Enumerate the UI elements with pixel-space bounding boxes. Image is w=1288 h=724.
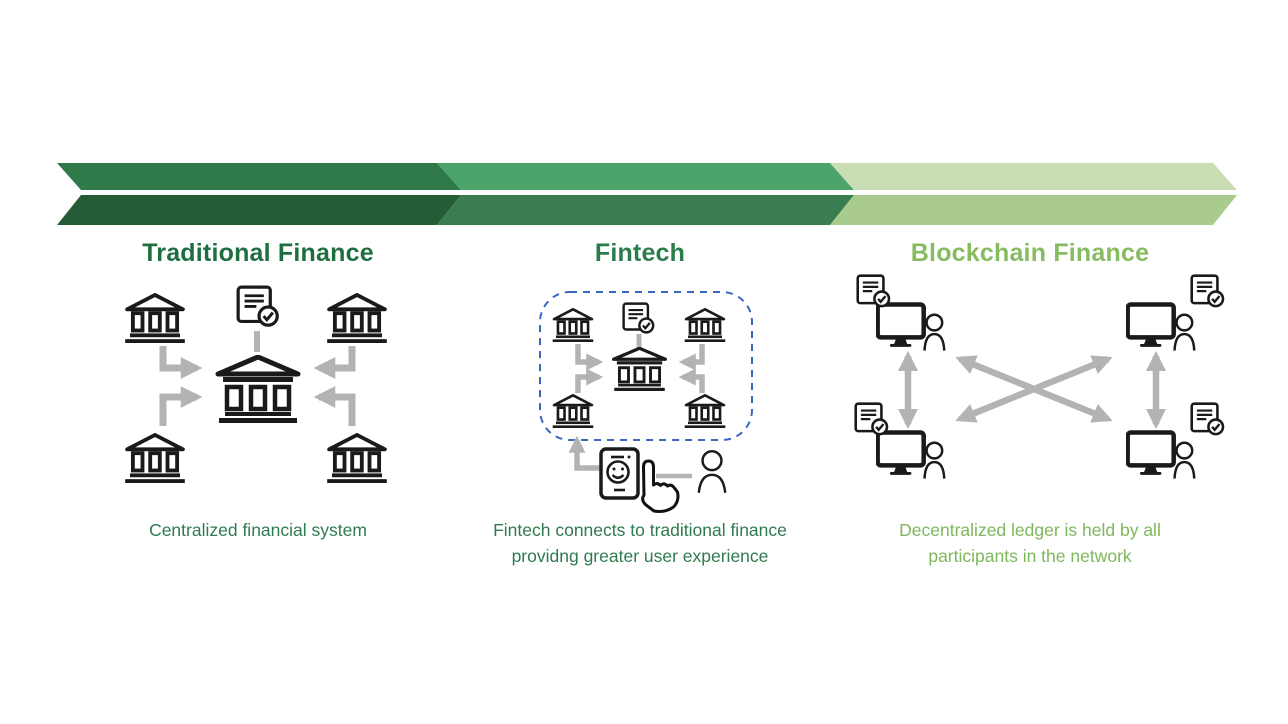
banner-segment-blockchain-top [830, 163, 1237, 190]
monitor-user-icon [1128, 432, 1195, 478]
document-check-icon [622, 302, 655, 334]
document-check-icon [856, 274, 891, 308]
caption-line: providng greater user experience [511, 546, 769, 566]
document-check-icon [1190, 402, 1225, 436]
blockchain-finance-diagram [854, 274, 1225, 500]
banner-segment-fintech-bottom [437, 195, 854, 225]
caption-line: Fintech connects to traditional finance [493, 520, 787, 540]
fintech-boundary-dashed-box [539, 291, 753, 441]
smartphone-touch-icon [599, 447, 680, 513]
caption-line: Decentralized ledger is held by all [899, 520, 1161, 540]
bank-icon [124, 293, 186, 343]
banner-segment-traditional-bottom [57, 195, 461, 225]
flow-arrow [678, 344, 705, 371]
bank-icon [326, 293, 388, 343]
bank-icon [684, 394, 726, 428]
flow-arrow [575, 344, 604, 371]
flow-arrow [678, 368, 705, 393]
document-check-icon [854, 402, 889, 436]
column-heading-blockchain: Blockchain Finance [910, 239, 1150, 267]
person-icon [697, 449, 727, 495]
traditional-finance-diagram [124, 285, 388, 483]
caption-line: Centralized financial system [149, 520, 367, 540]
central-bank-icon [218, 357, 298, 423]
caption-line: participants in the network [928, 546, 1132, 566]
flow-arrow [159, 386, 203, 426]
monitor-user-icon [1128, 304, 1195, 350]
monitor-user-icon [878, 432, 945, 478]
column-heading-traditional: Traditional Finance [142, 239, 374, 267]
flow-arrow [568, 435, 600, 471]
flow-arrow [313, 346, 356, 379]
document-check-icon [236, 285, 279, 327]
fintech-diagram [539, 291, 753, 513]
caption-traditional: Centralized financial system [48, 517, 468, 543]
bank-icon [326, 433, 388, 483]
banner-segment-fintech-top [437, 163, 854, 190]
process-banner [57, 163, 1237, 225]
document-check-icon [1190, 274, 1225, 308]
flow-arrow [955, 355, 1113, 423]
flow-arrow [313, 386, 356, 426]
column-heading-fintech: Fintech [594, 239, 686, 267]
bank-icon [552, 394, 594, 428]
monitor-user-icon [878, 304, 945, 350]
flow-arrow [575, 368, 604, 393]
caption-fintech: Fintech connects to traditional finance … [430, 517, 850, 569]
bank-icon [124, 433, 186, 483]
bank-icon [552, 308, 594, 342]
bank-icon [684, 308, 726, 342]
banner-segment-blockchain-bottom [830, 195, 1237, 225]
caption-blockchain: Decentralized ledger is held by all part… [820, 517, 1240, 569]
central-bank-icon [611, 347, 668, 391]
banner-segment-traditional-top [57, 163, 461, 190]
flow-arrow [159, 346, 203, 379]
